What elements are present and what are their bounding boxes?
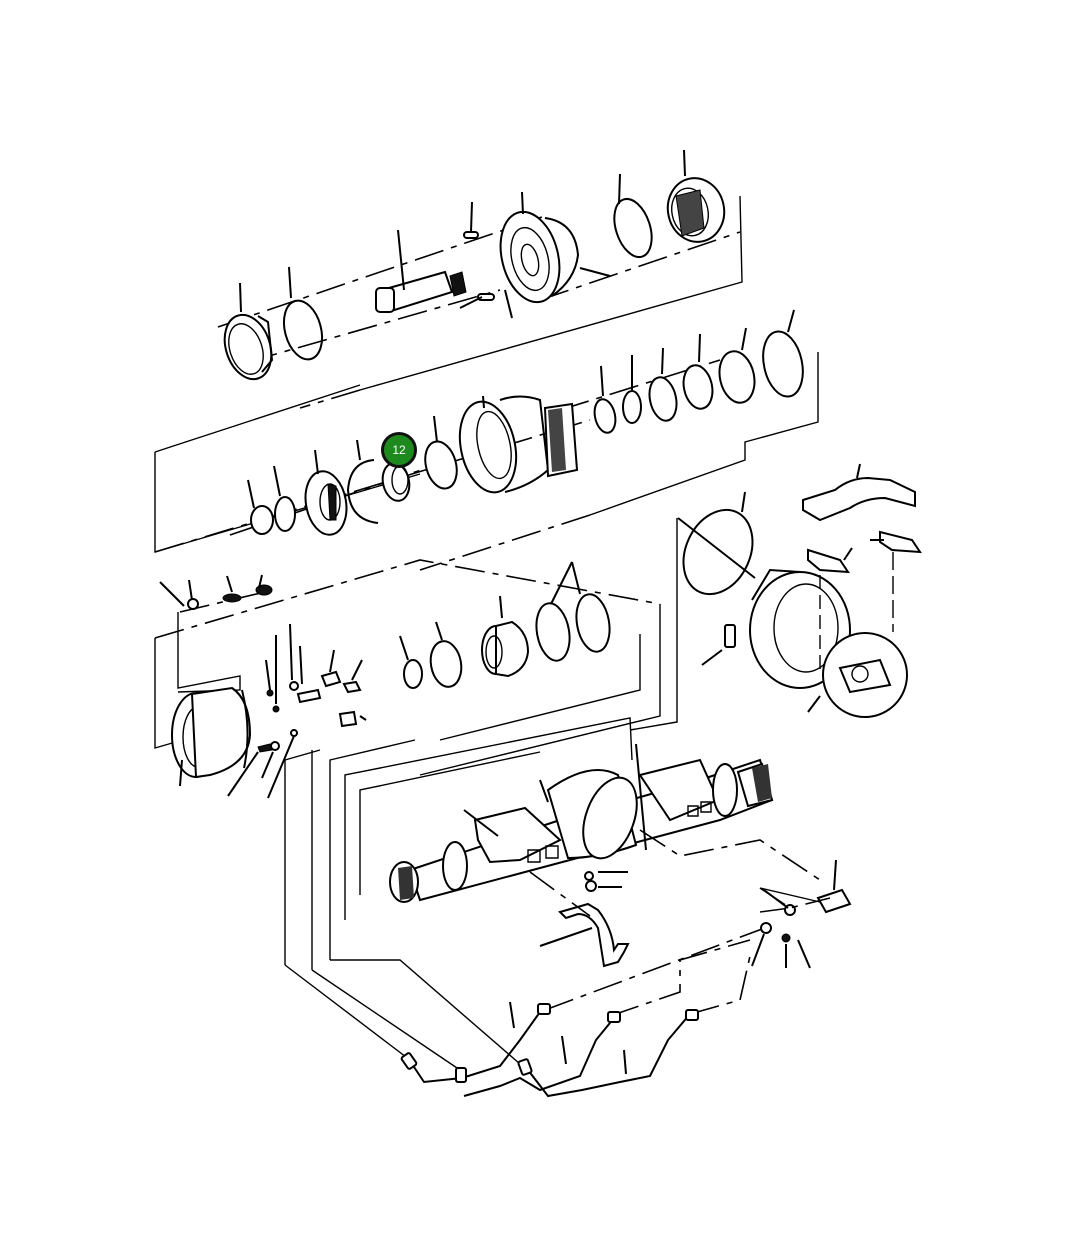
callout-label: 12 <box>392 443 406 457</box>
bracket-part <box>540 904 628 966</box>
differential-o-ring-part <box>670 499 765 606</box>
thrust-plate-part <box>275 497 295 531</box>
piston-part <box>482 622 528 676</box>
brake-lines-parts <box>285 860 850 1096</box>
line-fitting-4 <box>538 1004 550 1014</box>
differential-parts <box>630 464 920 730</box>
brake-pad-part <box>808 532 920 632</box>
bleeder-fitting-part <box>188 599 198 609</box>
axle-housing-part <box>390 760 772 902</box>
differential-housing-part <box>750 570 907 717</box>
pin-part <box>478 294 494 300</box>
axle-housing-parts <box>285 718 820 970</box>
junction-block-part <box>752 860 850 968</box>
line-fitting-6 <box>686 1010 698 1020</box>
line-fitting-5 <box>608 1012 620 1022</box>
piston-ring-inner-part <box>532 601 574 664</box>
spring-part <box>223 594 241 602</box>
thrust-washer-part <box>251 506 273 534</box>
snap-ring-part <box>348 460 378 523</box>
small-o-ring-part <box>404 660 422 688</box>
o-ring-outer-part <box>758 328 809 400</box>
sun-gear-shaft-part <box>376 272 466 312</box>
line-fitting-1 <box>401 1052 417 1069</box>
o-ring-large-part <box>715 348 759 406</box>
o-ring-part <box>278 296 328 363</box>
inner-bearing-part <box>592 397 619 434</box>
seal-part <box>680 363 717 412</box>
mounting-bracket-part <box>803 464 915 520</box>
planet-carrier-part <box>492 206 578 309</box>
line-fitting-3 <box>518 1059 532 1076</box>
dowel-pin-part <box>702 625 735 665</box>
tee-fitting-part <box>344 682 360 692</box>
callout-marker-12[interactable]: 12 <box>381 432 417 468</box>
hub-flange-part <box>301 468 352 538</box>
screw-part <box>464 232 478 238</box>
fill-plug-part <box>586 881 596 891</box>
wheel-hub-part <box>452 396 577 497</box>
hub-o-ring-part <box>608 194 659 262</box>
drain-plug-part <box>585 872 593 880</box>
seal-cover-part <box>217 309 279 385</box>
wiper-seal-part <box>427 639 465 690</box>
line-fitting-2 <box>456 1068 466 1082</box>
brake-line-left-part <box>412 1012 690 1096</box>
elbow-fitting-part <box>322 672 340 686</box>
brake-housing-part <box>172 688 250 786</box>
seal-ring-part <box>646 375 681 423</box>
ring-gear-part <box>662 173 730 247</box>
bearing-cage-part <box>623 391 641 423</box>
piston-ring-outer-part <box>572 592 614 655</box>
elbow-fitting-lower-part <box>340 712 356 726</box>
top-row-parts <box>217 150 742 408</box>
second-row-parts <box>155 310 818 570</box>
third-row-parts <box>155 560 660 798</box>
bearing-cup-part <box>420 438 461 492</box>
